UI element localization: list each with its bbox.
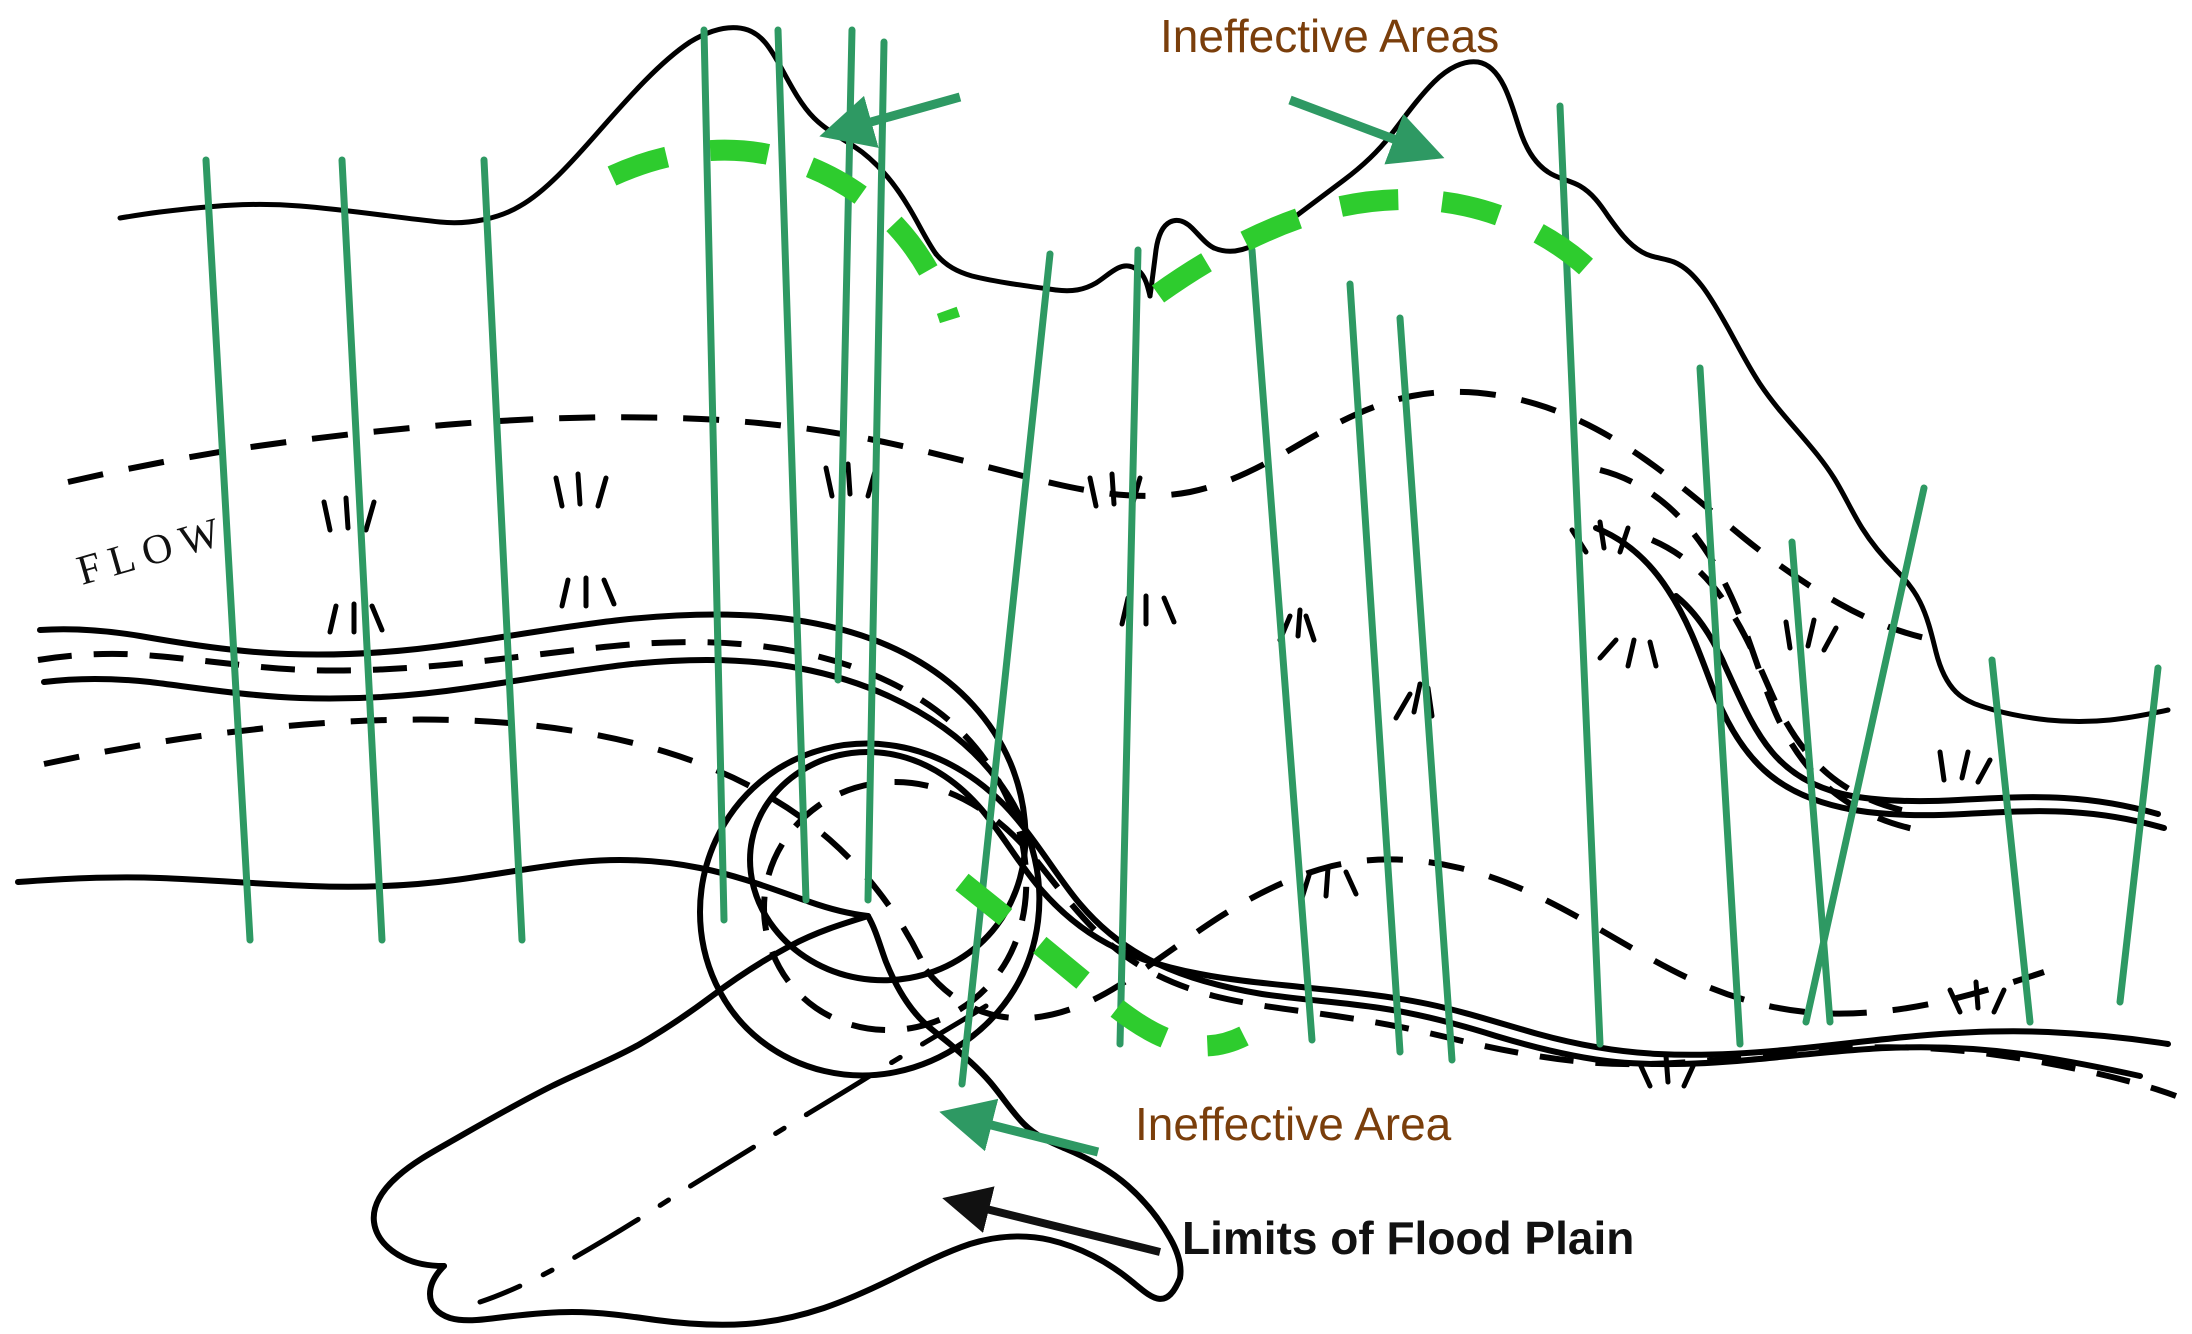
cross-section-line[interactable] — [864, 38, 888, 904]
flood-plain-boundary-south-lobe — [865, 913, 1184, 1281]
label-ineffective-area: Ineffective Area — [1135, 1098, 1452, 1150]
cross-section-line[interactable] — [1802, 484, 1928, 1026]
river-channel-north-bank — [37, 611, 2171, 1058]
overbank-contour-meander-inner — [1599, 467, 1929, 835]
cross-section-line[interactable] — [958, 250, 1054, 1088]
overbank-contour-west-lower — [43, 716, 929, 972]
arrow-ineffective-area-bottom — [939, 1098, 1100, 1157]
label-ineffective-areas: Ineffective Areas — [1160, 10, 1499, 62]
arrow-ineffective-areas-left — [819, 92, 962, 148]
vegetation-tick-marks — [321, 461, 2007, 1089]
ineffective-area-boundary-upper-right[interactable] — [1151, 189, 1604, 303]
arrow-ineffective-areas-right — [1288, 95, 1445, 165]
ineffective-area-boundary-upper-left[interactable] — [607, 139, 961, 324]
cross-section-line[interactable] — [700, 26, 728, 924]
cross-section-line[interactable] — [1116, 246, 1142, 1048]
flood-plain-boundary-north — [157, 25, 1899, 573]
overbank-contour-meander-outer — [1650, 537, 1921, 817]
ineffective-area-boundary-lower[interactable] — [955, 873, 1249, 1057]
overbank-contour-north — [67, 388, 1935, 643]
flood-plain-boundary-east — [1893, 567, 2171, 724]
cross-section-line[interactable] — [1248, 246, 1316, 1044]
cross-section-line[interactable] — [1988, 656, 2034, 1026]
callout-arrows — [819, 92, 1445, 1256]
cross-section-line[interactable] — [1696, 364, 1744, 1048]
flood-plain-boundary-northwest-tail — [117, 209, 163, 221]
cross-section-line[interactable] — [1346, 280, 1404, 1056]
meander-channel-bank-outer — [1593, 525, 2167, 831]
cross-section-line[interactable] — [2116, 664, 2162, 1006]
label-limits-of-flood-plain: Limits of Flood Plain — [1182, 1212, 1634, 1264]
tributary-lobe-outline — [370, 913, 1183, 1328]
meander-channel-bank-inner — [1673, 593, 2161, 817]
river-channel-centerline — [37, 639, 2178, 1099]
cross-section-line[interactable] — [338, 156, 386, 944]
cross-section-line[interactable] — [202, 156, 254, 944]
cross-section-line[interactable] — [480, 156, 526, 944]
overbank-contour-south-central — [923, 856, 2045, 1022]
cross-section-line[interactable] — [1396, 314, 1456, 1064]
arrow-limits-of-flood-plain — [942, 1186, 1161, 1256]
tributary-centerline — [477, 1003, 989, 1305]
flood-plain-boundary-southwest — [15, 857, 871, 919]
cross-section-line[interactable] — [774, 26, 810, 904]
